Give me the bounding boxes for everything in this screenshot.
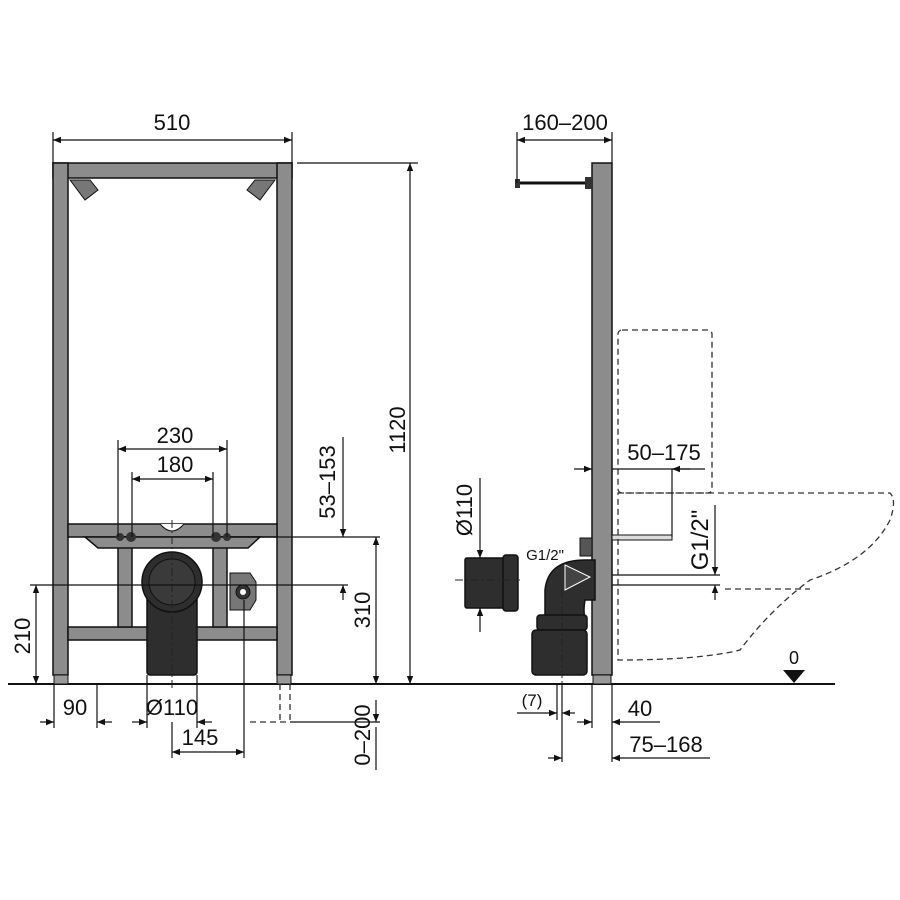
drain-pipe <box>141 520 203 690</box>
dim-hole-outer: 230 <box>157 423 194 448</box>
dim-rod-range: 50–175 <box>627 440 700 465</box>
dim-offset-7: (7) <box>522 691 543 710</box>
dim-hole-inner: 180 <box>157 452 194 477</box>
floor-level-marker-icon <box>783 670 805 683</box>
dim-drain-diameter: Ø110 <box>146 695 198 720</box>
toilet-outline <box>617 329 895 661</box>
dim-adjust-range: 53–153 <box>315 445 340 518</box>
dim-frame-depth: 40 <box>628 696 652 721</box>
dim-width: 510 <box>154 110 191 135</box>
dim-210: 210 <box>10 618 35 655</box>
dim-height: 1120 <box>385 406 410 453</box>
dim-depth-range: 160–200 <box>522 110 608 135</box>
label-water-connection: G1/2" <box>526 547 564 564</box>
dim-leg-extension: 0–200 <box>350 704 375 765</box>
dim-connector-offset: 145 <box>182 725 219 750</box>
dim-foot-offset: 90 <box>63 695 87 720</box>
water-connector <box>229 572 257 611</box>
elbow-fitting <box>531 559 596 720</box>
label-floor-level: 0 <box>789 648 799 668</box>
dim-310: 310 <box>350 592 375 629</box>
side-fitting-ø110 <box>455 554 520 612</box>
dim-drain-range: 75–168 <box>629 732 702 757</box>
dim-water-connection-vertical: G1/2" <box>687 510 714 571</box>
dim-fitting-diameter: Ø110 <box>452 484 477 536</box>
side-view-frame <box>515 162 673 685</box>
